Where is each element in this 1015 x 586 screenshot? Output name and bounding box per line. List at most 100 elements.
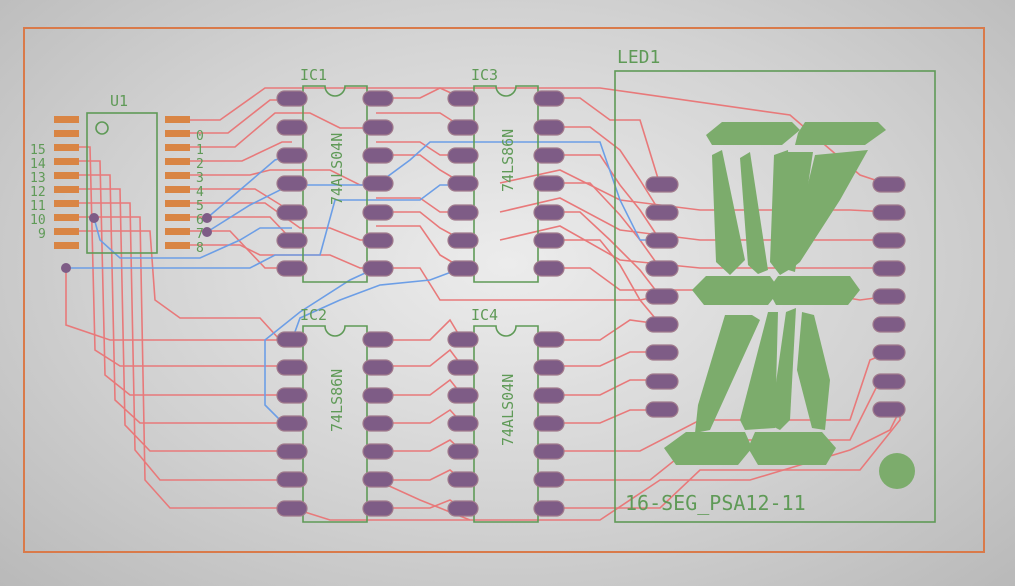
pad (872, 232, 906, 249)
ic4-value: 74ALS04N (499, 374, 517, 446)
pad (872, 401, 906, 418)
pad (362, 232, 394, 249)
pad (54, 158, 79, 165)
pad (54, 130, 79, 137)
pad (533, 204, 565, 221)
pad (447, 387, 479, 404)
pad (362, 500, 394, 517)
u1-outline (86, 112, 158, 254)
trace (548, 97, 661, 186)
pad (447, 260, 479, 277)
pad (645, 316, 679, 333)
segment-a2 (795, 122, 886, 145)
trace (74, 188, 292, 452)
segment-d2 (748, 432, 836, 465)
pin-label: 6 (196, 213, 204, 228)
ic4-component: IC4 74ALS04N (447, 306, 565, 523)
trace (93, 217, 292, 259)
u1-left-pin-labels: 15 14 13 12 11 10 9 (30, 143, 46, 242)
pin-label: 0 (196, 129, 204, 144)
pin-label: 1 (196, 143, 204, 158)
pad (362, 415, 394, 432)
pad (276, 260, 308, 277)
trace (190, 112, 376, 148)
led1-right-pads (872, 176, 906, 418)
led1-component: LED1 16-SEG_PSA12-11 (614, 47, 936, 523)
pad (54, 116, 79, 123)
trace (206, 141, 660, 241)
trace (548, 319, 661, 341)
segment-k (740, 312, 778, 430)
pad (447, 500, 479, 517)
u1-right-pin-labels: 0 1 2 3 4 5 6 7 8 (196, 129, 204, 256)
via (202, 213, 212, 223)
trace (291, 409, 901, 521)
pad (533, 443, 565, 460)
pad (447, 147, 479, 164)
segment-f (712, 150, 745, 275)
pad (533, 471, 565, 488)
pad (447, 415, 479, 432)
pad (165, 200, 190, 207)
pad (872, 260, 906, 277)
pad (54, 228, 79, 235)
ic1-value: 74ALS04N (328, 133, 346, 205)
pad (872, 288, 906, 305)
pin-label: 9 (38, 227, 46, 242)
pad (362, 147, 394, 164)
trace (376, 267, 661, 301)
segment-d1 (664, 432, 752, 465)
led1-segments (664, 122, 915, 489)
pad (447, 359, 479, 376)
trace (376, 225, 463, 269)
trace (376, 318, 463, 341)
segment-g2 (768, 276, 860, 305)
pad (54, 242, 79, 249)
trace (65, 268, 292, 341)
pad (54, 186, 79, 193)
trace (548, 351, 660, 367)
pad (533, 260, 565, 277)
pin-label: 4 (196, 185, 204, 200)
trace (548, 182, 661, 269)
via (202, 227, 212, 237)
led1-outline (614, 70, 936, 523)
pad (447, 471, 479, 488)
ic2-component: IC2 74LS86N (276, 306, 394, 523)
ic2-pads (276, 331, 394, 517)
trace (190, 188, 293, 213)
pin-label: 13 (30, 171, 46, 186)
pin-label: 14 (30, 157, 46, 172)
pad (533, 147, 565, 164)
pin-label: 7 (196, 227, 204, 242)
board-outline (23, 27, 985, 553)
ic4-pads (447, 331, 565, 517)
pad (276, 90, 308, 107)
pad (645, 176, 679, 193)
pad (54, 200, 79, 207)
pad (165, 116, 190, 123)
pad (165, 144, 190, 151)
pad (276, 471, 308, 488)
ic1-label: IC1 (300, 66, 327, 84)
ic2-label: IC2 (300, 306, 327, 324)
ic1-pads (276, 90, 394, 277)
pad (645, 373, 679, 390)
pad (447, 331, 479, 348)
segment-a1 (706, 122, 800, 145)
pin-label: 10 (30, 213, 46, 228)
pad (362, 331, 394, 348)
pad (362, 387, 394, 404)
trace (190, 87, 891, 186)
trace (548, 379, 660, 396)
ic3-value: 74LS86N (499, 129, 517, 192)
led1-label: LED1 (617, 47, 660, 68)
segment-l (770, 308, 796, 430)
pad (276, 147, 308, 164)
pad (54, 214, 79, 221)
pad (362, 471, 394, 488)
trace (74, 174, 292, 424)
pad (872, 316, 906, 333)
ic4-label: IC4 (471, 306, 498, 324)
segment-e (695, 315, 760, 433)
